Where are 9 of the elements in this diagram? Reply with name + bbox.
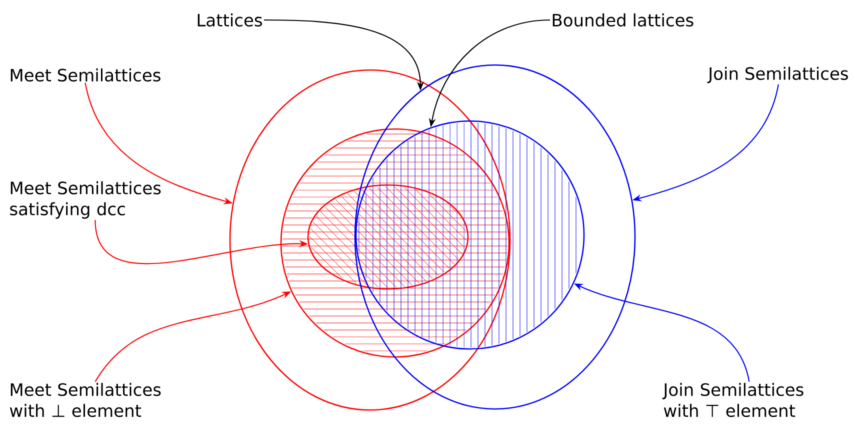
label-text: Meet Semilattices (10, 68, 160, 82)
label-text: Bounded lattices (552, 13, 694, 27)
label-text: Lattices (198, 13, 262, 27)
ellipse-shape (229, 69, 511, 411)
label-text: Meet Semilattices satisfying dcc (10, 181, 161, 219)
ellipse-shape (354, 64, 636, 410)
label-text: Meet Semilattices with ⊥ element (10, 382, 161, 418)
label-text: Join Semilattices (707, 66, 848, 84)
label-text: Join Semilattices with ⊤ element (662, 382, 804, 418)
